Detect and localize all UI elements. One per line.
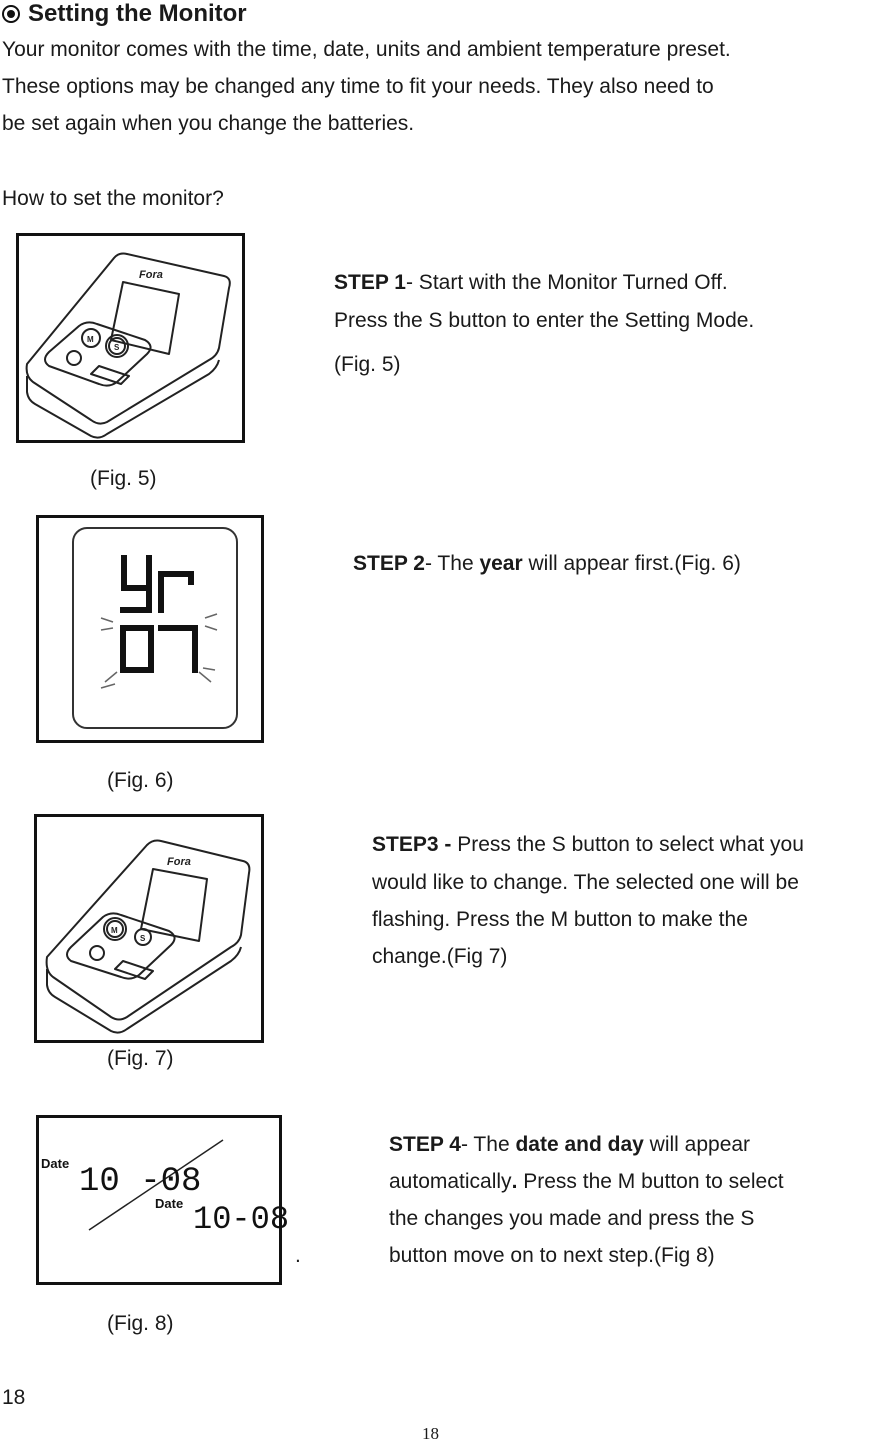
figure-7-monitor-illustration: Fora M S [34, 814, 264, 1043]
fig7-m-button-text: M [111, 926, 118, 935]
monitor-device-icon: Fora M S [25, 252, 231, 439]
step2-line: STEP 2- The year will appear first.(Fig.… [353, 552, 741, 575]
circle-bullet-icon [2, 5, 20, 23]
step2-year-emphasis: year [479, 552, 523, 575]
fig8-right-date-label: Date [155, 1196, 183, 1211]
setup-question: How to set the monitor? [2, 187, 224, 210]
step4-stray-dot: . [295, 1244, 301, 1267]
step4-line-2: automatically. Press the M button to sel… [389, 1170, 784, 1193]
lcd-display-icon: Yr 07 [72, 527, 238, 729]
fig8-left-date-value: 10 -08 [79, 1163, 201, 1201]
section-title: Setting the Monitor [2, 0, 247, 28]
fig7-brand-text: Fora [167, 856, 191, 868]
step4-date-emphasis: date and day [515, 1133, 644, 1156]
figure-5-monitor-illustration: Fora M S [16, 233, 245, 443]
fig8-left-date-label: Date [41, 1156, 69, 1171]
step4-line-3: the changes you made and press the S [389, 1207, 755, 1230]
step1-line-2: Press the S button to enter the Setting … [334, 309, 755, 332]
fig6-caption: (Fig. 6) [107, 769, 174, 792]
fig8-caption: (Fig. 8) [107, 1312, 174, 1335]
fig8-right-date-value: 10-08 [193, 1201, 289, 1238]
step3-line-3: flashing. Press the M button to make the [372, 908, 748, 931]
fig6-lcd-top-text: Yr [135, 706, 146, 717]
fig7-s-button-text: S [140, 934, 146, 943]
figure-6-lcd-year-display: Yr 07 [36, 515, 264, 743]
step3-line-4: change.(Fig 7) [372, 945, 508, 968]
fig5-s-button-text: S [114, 343, 120, 352]
page-number-left: 18 [2, 1386, 26, 1409]
figure-8-lcd-date-display: Date 10 -08 Date 10-08 [36, 1115, 289, 1285]
fig5-caption: (Fig. 5) [90, 467, 157, 490]
intro-line-1: Your monitor comes with the time, date, … [2, 38, 731, 61]
step1-label: STEP 1 [334, 271, 406, 294]
lcd-date-display-icon: Date 10 -08 Date 10-08 [41, 1139, 289, 1238]
page-number-center: 18 [422, 1424, 439, 1443]
step2-label: STEP 2 [353, 552, 425, 575]
step4-line-1: STEP 4- The date and day will appear [389, 1133, 751, 1156]
step3-line-2: would like to change. The selected one w… [372, 871, 799, 894]
fig6-lcd-bottom-text: 07 [159, 706, 171, 717]
step4-line-4: button move on to next step.(Fig 8) [389, 1244, 715, 1267]
step3-label: STEP3 - [372, 833, 458, 856]
fig5-m-button-text: M [87, 335, 94, 344]
intro-line-3: be set again when you change the batteri… [2, 112, 415, 135]
step3-line-1: STEP3 - Press the S button to select wha… [372, 833, 804, 856]
intro-line-2: These options may be changed any time to… [2, 75, 714, 98]
step1-line-3: (Fig. 5) [334, 353, 401, 376]
step4-label: STEP 4 [389, 1133, 461, 1156]
monitor-device-icon: Fora M S [45, 839, 251, 1034]
fig7-caption: (Fig. 7) [107, 1047, 174, 1070]
fig5-brand-text: Fora [139, 269, 163, 281]
step1-line-1: STEP 1- Start with the Monitor Turned Of… [334, 271, 728, 294]
